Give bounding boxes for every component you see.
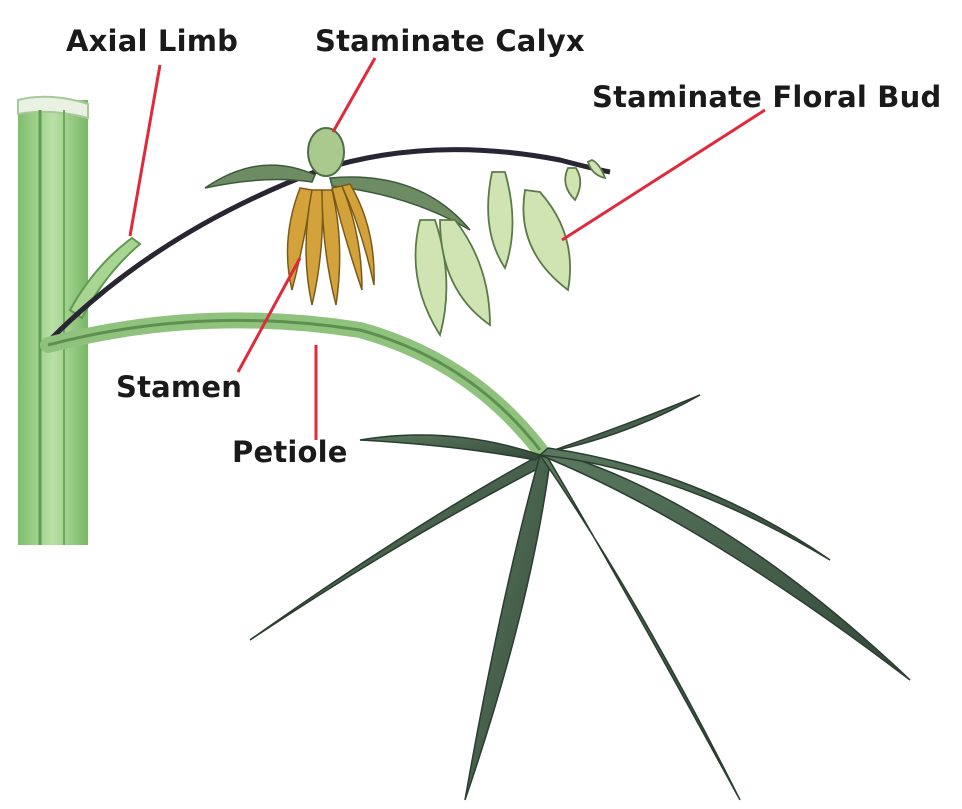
- label-staminate-calyx: Staminate Calyx: [315, 24, 585, 58]
- label-staminate-floral-bud: Staminate Floral Bud: [592, 80, 941, 114]
- label-axial-limb: Axial Limb: [66, 24, 238, 58]
- leader-staminate-calyx: [333, 58, 375, 132]
- leader-axial-limb: [130, 65, 160, 236]
- label-stamen: Stamen: [116, 370, 242, 404]
- staminate-calyx-shape: [308, 128, 344, 176]
- stamens: [288, 184, 375, 305]
- compound-leaf: [250, 395, 910, 800]
- main-stem: [18, 97, 88, 545]
- label-petiole: Petiole: [232, 435, 348, 469]
- floral-buds: [416, 160, 606, 335]
- leader-staminate-floral-bud: [562, 110, 765, 240]
